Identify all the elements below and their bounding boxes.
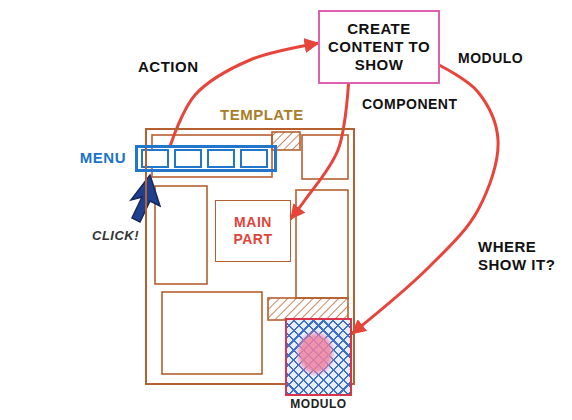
menu-button: [175, 150, 201, 167]
menu-bar: MENU: [135, 145, 277, 172]
modulo-box: MODULO: [285, 318, 352, 396]
menu-buttons: [142, 150, 267, 167]
question-note: WHERE SHOW IT?: [478, 238, 562, 274]
edge-label: ACTION: [138, 58, 199, 76]
template-cell: [162, 292, 262, 374]
flow-arrow: [352, 66, 498, 334]
edge-label: COMPONENT: [362, 96, 458, 113]
template-cell: [296, 190, 348, 298]
node-text: CREATE CONTENT TO SHOW: [326, 20, 432, 74]
edge-label: MODULO: [458, 50, 523, 67]
menu-button: [241, 150, 267, 167]
menu-button: [208, 150, 234, 167]
template-cell: [155, 186, 207, 284]
node-heading: MODULO: [290, 397, 346, 411]
node-heading: TEMPLATE: [220, 106, 304, 124]
click-note: CLICK!: [92, 228, 139, 244]
content-box: CREATE CONTENT TO SHOW: [318, 10, 440, 84]
node-heading: MENU: [80, 149, 126, 167]
main-part-cell: MAIN PART: [215, 200, 291, 262]
hatched-cell: [268, 298, 348, 320]
flow-arrow: [291, 84, 349, 219]
node-text: MAIN PART: [220, 214, 286, 248]
